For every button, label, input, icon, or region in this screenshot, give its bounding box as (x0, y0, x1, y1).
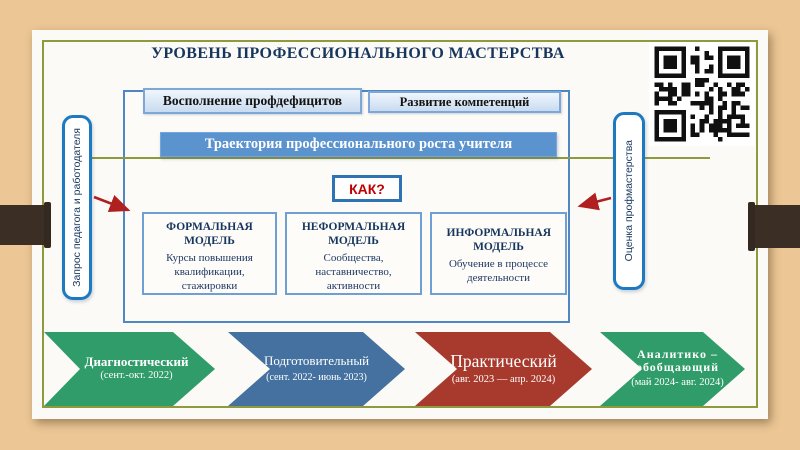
wall-peg-right (748, 202, 800, 251)
informal-model-body: Обучение в процессе деятельности (448, 257, 549, 285)
stage-analytical: Аналитико – обобщающий (май 2024- авг. 2… (600, 332, 745, 406)
stage-preparatory: Подготовительный (сент. 2022- июнь 2023) (228, 332, 405, 406)
competence-box: Развитие компетенций (368, 91, 561, 113)
stage-diagnostic-dates: (сент.-окт. 2022) (100, 370, 173, 382)
competence-box-label: Развитие компетенций (399, 94, 530, 109)
question-box: КАК? (332, 175, 402, 202)
timeline-stages: Диагностический (сент.-окт. 2022) Подгот… (32, 332, 768, 406)
stage-practical-dates: (авг. 2023 — апр. 2024) (451, 373, 556, 385)
stage-diagnostic-name: Диагностический (84, 354, 189, 370)
question-label: КАК? (349, 180, 385, 197)
stage-analytical-dates: (май 2024- авг. 2024) (631, 377, 724, 389)
stage-practical-name: Практический (450, 350, 557, 371)
informal-model-box: ИНФОРМАЛЬНАЯ МОДЕЛЬ Обучение в процессе … (430, 212, 567, 295)
presentation-slide: УРОВЕНЬ ПРОФЕССИОНАЛЬНОГО МАСТЕРСТВА Вос… (32, 30, 768, 419)
trajectory-banner: Траектория профессионального роста учите… (160, 132, 557, 157)
assessment-side-label-text: Оценка профмастерства (623, 140, 635, 262)
stage-practical: Практический (авг. 2023 — апр. 2024) (415, 332, 592, 406)
nonformal-model-box: НЕФОРМАЛЬНАЯ МОДЕЛЬ Сообщества, наставни… (285, 212, 422, 295)
stage-preparatory-dates: (сент. 2022- июнь 2023) (266, 372, 367, 384)
stage-analytical-name: Аналитико – обобщающий (635, 346, 720, 375)
informal-model-title: ИНФОРМАЛЬНАЯ МОДЕЛЬ (446, 227, 552, 254)
deficit-box: Восполнение профдефицитов (143, 88, 362, 114)
formal-model-title: ФОРМАЛЬНАЯ МОДЕЛЬ (166, 221, 253, 248)
assessment-side-label: Оценка профмастерства (613, 112, 645, 290)
horizontal-connector-line (90, 157, 710, 159)
stage-preparatory-name: Подготовительный (263, 352, 370, 368)
slide-title: УРОВЕНЬ ПРОФЕССИОНАЛЬНОГО МАСТЕРСТВА (151, 45, 565, 62)
request-side-label-text: Запрос педагога и работодателя (71, 128, 83, 287)
right-red-arrow (577, 192, 612, 211)
formal-model-body: Курсы повышения квалификации, стажировки (166, 251, 253, 293)
nonformal-model-title: НЕФОРМАЛЬНАЯ МОДЕЛЬ (301, 221, 406, 248)
qr-code (649, 42, 755, 146)
nonformal-model-body: Сообщества, наставничество, активности (315, 251, 392, 293)
wall-peg-left (0, 202, 51, 248)
stage-diagnostic: Диагностический (сент.-окт. 2022) (44, 332, 215, 406)
formal-model-box: ФОРМАЛЬНАЯ МОДЕЛЬ Курсы повышения квалиф… (142, 212, 277, 295)
request-side-label: Запрос педагога и работодателя (62, 115, 92, 300)
deficit-box-label: Восполнение профдефицитов (162, 93, 343, 108)
